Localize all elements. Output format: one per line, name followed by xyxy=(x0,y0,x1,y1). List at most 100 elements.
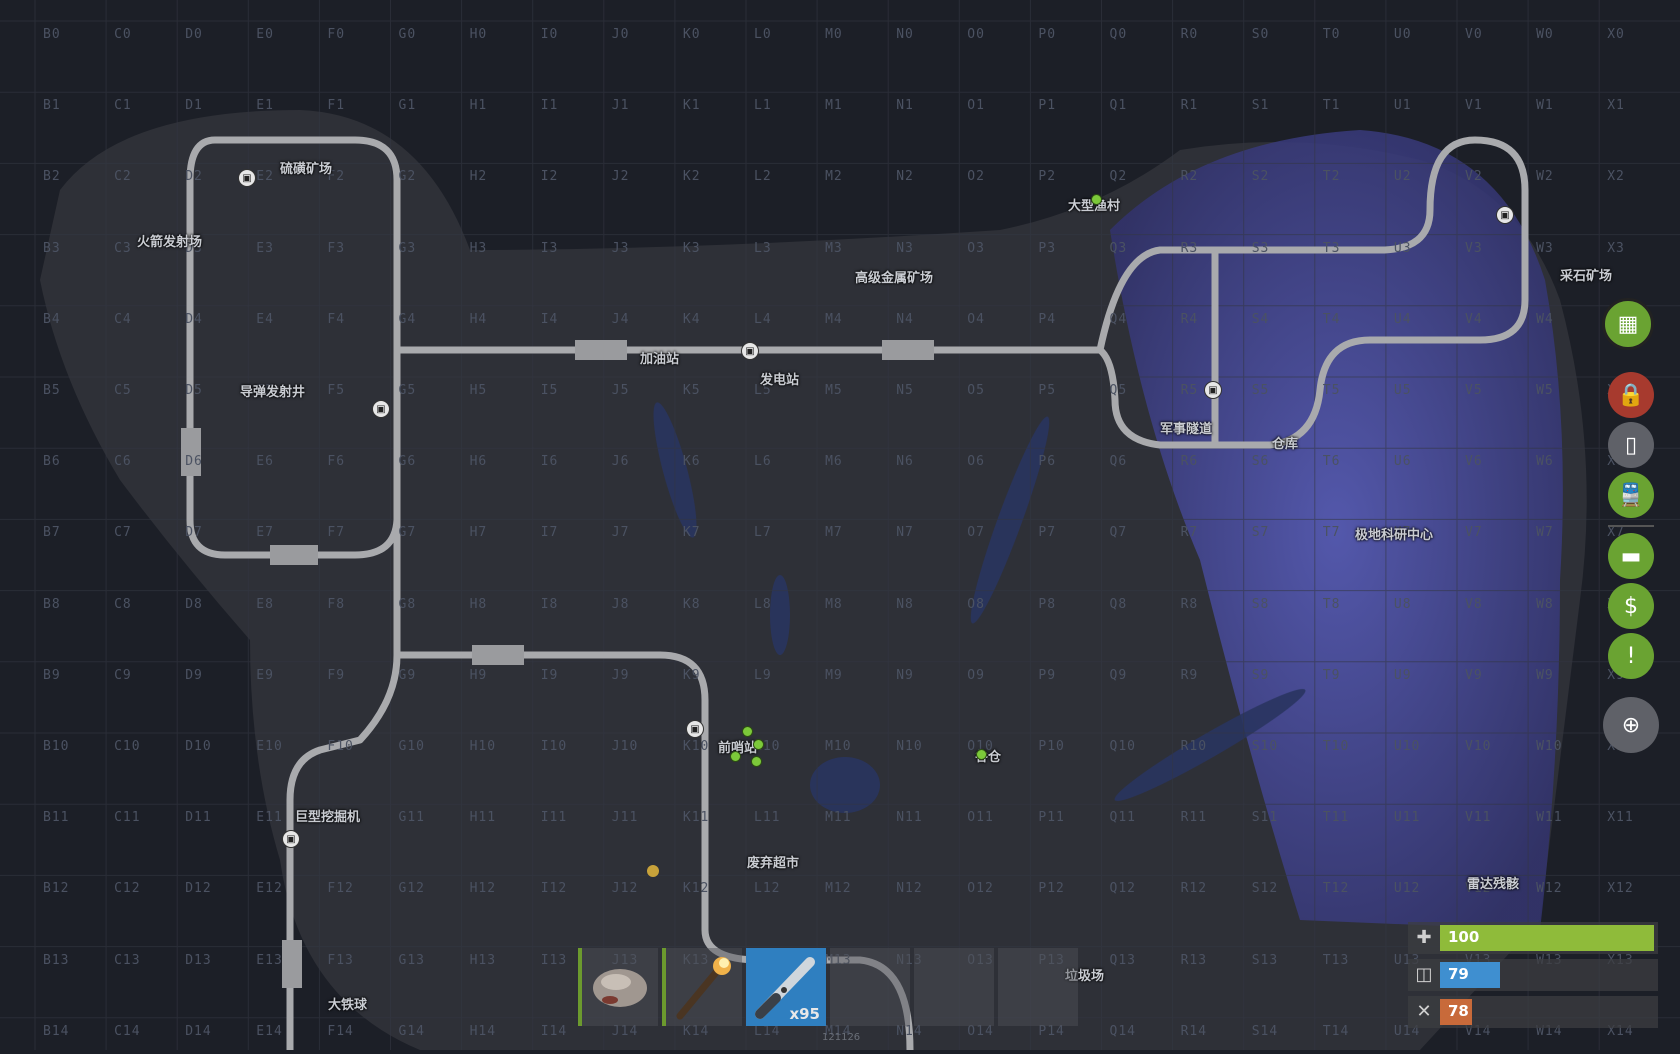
grid-cell-label: D4 xyxy=(185,311,203,327)
train-station-icon[interactable]: ▣ xyxy=(1204,381,1222,399)
grid-cell-label: I3 xyxy=(540,240,559,256)
grid-cell-label: T12 xyxy=(1322,881,1350,897)
grid-cell-label: K13 xyxy=(682,952,710,968)
train-icon: 🚆 xyxy=(1617,482,1645,508)
grid-cell-label: K7 xyxy=(682,525,701,541)
rail-network xyxy=(186,136,1529,1054)
grid-cell-label: H14 xyxy=(469,1023,497,1039)
grid-cell-label: D10 xyxy=(185,739,212,754)
grid-cell-label: R13 xyxy=(1180,952,1208,968)
grid-cell-label: P12 xyxy=(1038,881,1065,897)
grid-cell-label: P13 xyxy=(1038,952,1065,968)
train-station-icon[interactable]: ▣ xyxy=(741,342,759,360)
locate-button[interactable]: ⊕ xyxy=(1603,697,1659,753)
grid-cell-label: J13 xyxy=(611,952,639,968)
grid-cell-label: Q5 xyxy=(1109,383,1128,398)
grid-cell-label: F2 xyxy=(327,169,346,185)
grid-cell-label: K9 xyxy=(682,667,701,683)
hotbar-slot-stone[interactable] xyxy=(578,948,658,1026)
grid-cell-label: H13 xyxy=(469,952,497,968)
hotbar-slot-rocket[interactable]: x95 xyxy=(746,948,826,1026)
grid-cell-label: M13 xyxy=(825,952,852,968)
train-station-icon[interactable]: ▣ xyxy=(238,169,256,187)
grid-cell-label: O10 xyxy=(967,739,994,754)
health-value: 100 xyxy=(1448,928,1480,946)
place-big-ball: 大铁球 xyxy=(328,998,368,1013)
grid-cell-label: R7 xyxy=(1180,525,1199,541)
grid-cell-label: P6 xyxy=(1038,454,1057,470)
train-station-icon[interactable]: ▣ xyxy=(372,400,390,418)
grid-cell-label: I1 xyxy=(540,98,559,114)
grid-cell-label: F7 xyxy=(327,525,346,541)
train-station-icon[interactable]: ▣ xyxy=(282,830,300,848)
grid-cell-label: I4 xyxy=(540,311,559,327)
grid-cell-label: M3 xyxy=(825,240,843,256)
grid-cell-label: E2 xyxy=(256,169,274,185)
grid-cell-label: T9 xyxy=(1322,667,1341,683)
grid-cell-label: E3 xyxy=(256,240,274,256)
train-station-icon[interactable]: ▣ xyxy=(686,720,704,738)
grid-cell-label: D1 xyxy=(185,98,203,114)
grid-cell-label: C13 xyxy=(114,952,141,968)
vending-machine-icon[interactable] xyxy=(730,751,741,762)
map-toggle-button[interactable]: ▯ xyxy=(1608,422,1654,468)
place-launch-site: 火箭发射场 xyxy=(137,235,203,250)
alert-toggle-button[interactable]: ! xyxy=(1608,633,1654,679)
vending-machine-icon[interactable] xyxy=(751,756,762,767)
grid-cell-label: W1 xyxy=(1536,98,1554,114)
hotbar-slot-empty[interactable] xyxy=(914,948,994,1026)
grid-cell-label: J0 xyxy=(611,27,630,42)
vending-machine-icon[interactable] xyxy=(976,749,987,760)
hotbar-slot-empty[interactable] xyxy=(998,948,1078,1026)
vending-machine-icon[interactable] xyxy=(742,726,753,737)
place-missile-silo: 导弹发射井 xyxy=(240,385,306,400)
bed-toggle-button[interactable]: ▬ xyxy=(1608,533,1654,579)
grid-cell-label: E7 xyxy=(256,525,274,541)
hotbar-slot-torch[interactable] xyxy=(662,948,742,1026)
grid-cell-label: I12 xyxy=(540,881,568,897)
hotbar-slot-empty[interactable] xyxy=(830,948,910,1026)
vending-toggle-button[interactable]: $ xyxy=(1608,583,1654,629)
grid-cell-label: J5 xyxy=(611,383,630,398)
grid-cell-label: U1 xyxy=(1393,98,1412,114)
hydration-bar xyxy=(1440,962,1500,988)
grid-cell-label: B1 xyxy=(43,98,61,114)
grid-cell-label: C0 xyxy=(114,27,132,42)
grid-cell-label: L9 xyxy=(754,667,772,683)
grid-cell-label: V2 xyxy=(1465,169,1483,185)
grid-cell-label: I9 xyxy=(540,667,559,683)
grid-cell-label: V1 xyxy=(1465,98,1483,114)
grid-cell-label: G5 xyxy=(398,383,417,398)
grid-cell-label: C7 xyxy=(114,525,132,541)
train-station-icon[interactable]: ▣ xyxy=(1496,206,1514,224)
vending-machine-icon[interactable] xyxy=(1091,194,1102,205)
grid-cell-label: I6 xyxy=(540,454,559,470)
stone-icon xyxy=(593,969,647,1007)
grid-cell-label: W10 xyxy=(1536,739,1563,754)
grid-cell-label: N0 xyxy=(896,27,914,42)
grid-cell-label: B14 xyxy=(43,1023,70,1039)
lock-toggle-button[interactable]: 🔒 xyxy=(1608,372,1654,418)
grid-toggle-button[interactable]: ▦ xyxy=(1602,298,1654,350)
grid-cell-label: N5 xyxy=(896,383,914,398)
train-toggle-button[interactable]: 🚆 xyxy=(1608,472,1654,518)
grid-cell-label: G14 xyxy=(398,1023,425,1039)
place-fishing-village: 大型渔村 xyxy=(1068,199,1121,214)
grid-cell-label: M6 xyxy=(825,454,843,470)
grid-cell-label: J3 xyxy=(611,240,630,256)
grid-cell-label: S3 xyxy=(1251,240,1270,256)
grid-cell-label: L11 xyxy=(754,810,781,826)
place-power-plant: 发电站 xyxy=(760,373,800,388)
place-radar: 雷达残骸 xyxy=(1467,877,1520,892)
grid-cell-label: U5 xyxy=(1393,383,1412,398)
grid-cell-label: O12 xyxy=(967,881,994,897)
plus-icon: ✚ xyxy=(1416,927,1432,948)
grid-cell-label: N7 xyxy=(896,525,914,541)
grid-cell-label: O3 xyxy=(967,240,985,256)
grid-cell-label: T4 xyxy=(1322,311,1341,327)
grid-cell-label: B11 xyxy=(43,810,70,826)
vending-machine-icon[interactable] xyxy=(753,739,764,750)
grid-cell-label: J9 xyxy=(611,667,630,683)
grid-cell-label: L8 xyxy=(754,596,772,612)
